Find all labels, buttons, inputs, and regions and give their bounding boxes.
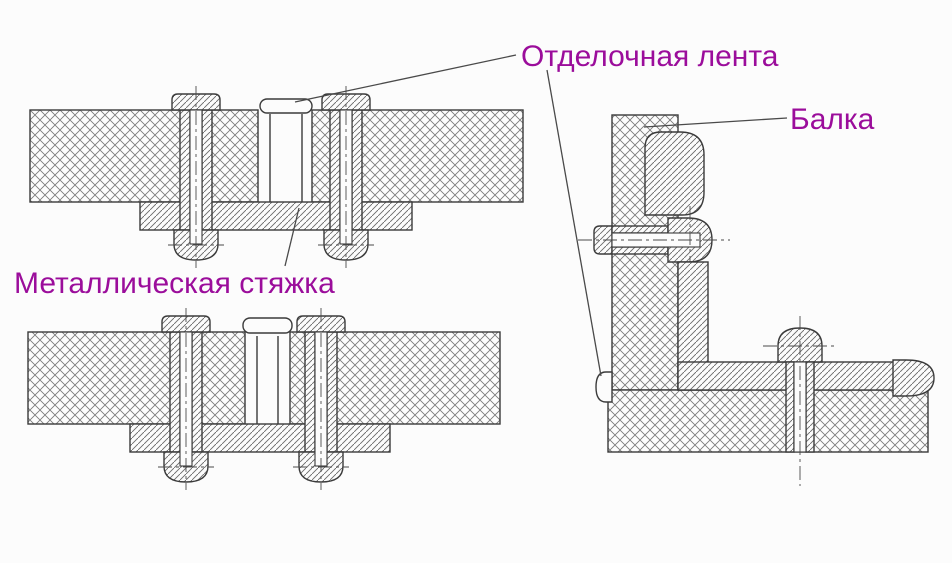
joint-gap-lines (256, 336, 279, 424)
metal-tie-plate (129, 423, 391, 453)
bottom-panel-joint-section (27, 308, 501, 490)
leader-line-beam (643, 117, 788, 128)
joint-gap-lines (269, 114, 303, 202)
bolt-cap (321, 93, 371, 111)
top-panel-joint-section (29, 86, 524, 268)
panel-left (27, 331, 246, 425)
leader-line-finishing-tape-right (546, 69, 602, 377)
leader-line-metal-tie (284, 207, 300, 267)
bolt-fastener-horizontal (578, 206, 730, 274)
bolt-cap (171, 93, 221, 111)
panel-horizontal (607, 389, 929, 453)
corner-bracket-top (644, 131, 705, 216)
callouts: Отделочная лента Металлическая стяжка Ба… (14, 40, 875, 377)
bolt-cap (161, 315, 211, 333)
bolt-fastener (318, 86, 374, 268)
bolt-fastener (293, 308, 349, 490)
bracket-rounded-end (892, 359, 935, 397)
label-finishing-tape: Отделочная лента (521, 40, 779, 73)
bolt-fastener-vertical (763, 316, 837, 486)
label-metal-tie: Металлическая стяжка (14, 267, 335, 300)
bolt-fastener (158, 308, 214, 490)
corner-joint-section (578, 114, 935, 486)
panel-left (29, 109, 259, 203)
finishing-tape-corner (595, 371, 613, 403)
bolt-cap (296, 315, 346, 333)
leader-line-finishing-tape-left (294, 54, 517, 103)
label-beam: Балка (790, 103, 875, 136)
bolt-fastener (168, 86, 224, 268)
finishing-tape-strip (259, 98, 313, 114)
finishing-tape-strip (242, 317, 293, 334)
